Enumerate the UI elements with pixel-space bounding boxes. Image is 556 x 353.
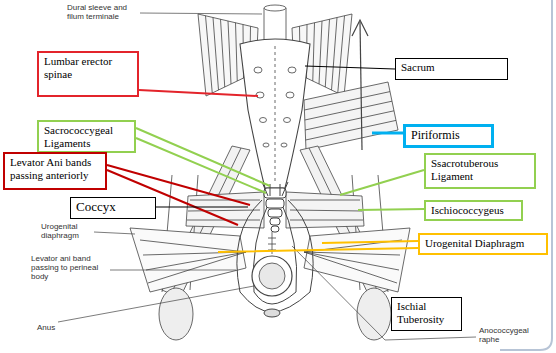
label-box: Levator Ani bands passing anteriorly [3, 152, 107, 190]
sacrum-bone [284, 118, 291, 123]
dural-sleeve [264, 5, 286, 11]
label-box: Piriformis [403, 124, 494, 148]
label-box: Lumbar erector spinae [37, 51, 139, 97]
label-box: Coccyx [70, 197, 156, 219]
piriformis-muscle [304, 82, 398, 150]
ischiococcygeus-muscle [290, 200, 363, 220]
label-holder: Anus [36, 316, 66, 334]
urogenital-diaphragm-sheet [304, 228, 410, 292]
part-name: Ischiococcygeus [431, 204, 516, 217]
urogenital-diaphragm-sheet [304, 240, 402, 283]
orange-leader [218, 241, 418, 252]
sacrum-bone [288, 67, 296, 73]
gray-leader-lines [94, 232, 135, 234]
direction-arrow [352, 20, 368, 36]
coccyx-bone [271, 226, 279, 232]
part-name: Ssacrotuberous Ligament [431, 157, 529, 182]
red-leader [139, 90, 258, 96]
black-leader [305, 66, 395, 69]
label-box: Ischiococcygeus [424, 200, 523, 221]
label-holder: Urogenital diaphragm [40, 222, 92, 242]
sacrum-bone [240, 39, 310, 188]
part-name: Coccyx [76, 200, 150, 215]
anatomy-label: Dural sleeve and filum terminale [66, 3, 138, 21]
sacrum-bone [286, 92, 294, 98]
gray-leader-lines [140, 13, 262, 14]
ischium-bone [357, 288, 391, 340]
coccyx-bone [266, 199, 284, 208]
ischiococcygeus-muscle [187, 200, 260, 220]
coccyx-bone [268, 209, 282, 217]
sacrum-bone [281, 143, 287, 147]
part-name: Ischial Tuberosity [397, 300, 456, 325]
label-box: Ssacrotuberous Ligament [424, 153, 536, 189]
direction-arrow [352, 20, 368, 150]
piriformis-muscle [304, 82, 398, 150]
anatomy-label: Anus [36, 323, 56, 332]
label-box: Ischial Tuberosity [391, 297, 462, 331]
anatomy-label: Levator ani band passing to perineal bod… [30, 254, 108, 282]
ischiococcygeus-muscle [286, 192, 364, 228]
gray-leader-lines [292, 246, 476, 340]
direction-arrow [360, 22, 362, 150]
green-leader [340, 170, 424, 195]
sacrum-bone [275, 46, 276, 184]
ischium-bone [159, 288, 193, 340]
green-leader [358, 209, 424, 210]
levator-ani-band [264, 309, 280, 317]
gray-leader-lines [110, 270, 236, 271]
green-leader [136, 128, 270, 193]
colored-leader-lines [107, 66, 424, 252]
urogenital-diaphragm-sheet [130, 228, 246, 292]
part-name: Sacrococcygeal Ligaments [44, 124, 129, 149]
label-holder: Anococcygeal raphe [478, 326, 540, 346]
anus-ring [252, 256, 292, 296]
anatomy-label: Anococcygeal raphe [478, 326, 540, 344]
part-name: Urogenital Diaphragm [425, 237, 541, 250]
label-box: Urogenital Diaphragm [418, 233, 548, 255]
part-name: Piriformis [411, 129, 486, 143]
coccyx-bone [264, 188, 286, 198]
urogenital-diaphragm-sheet [140, 240, 246, 283]
sacrum-bone [263, 143, 269, 147]
anatomy-label: Urogenital diaphragm [40, 222, 92, 240]
anus-ring [252, 256, 292, 296]
blue-leader [372, 132, 403, 135]
label-box: Sacrococcygeal Ligaments [37, 120, 136, 153]
gray-leader-lines [58, 286, 254, 322]
part-name: Levator Ani bands passing anteriorly [10, 156, 100, 181]
anatomy-drawing [130, 5, 410, 340]
sacrum-bone [254, 67, 262, 73]
label-holder: Levator ani band passing to perineal bod… [30, 254, 108, 283]
label-box: Sacrum [395, 58, 508, 80]
part-name: Lumbar erector spinae [44, 55, 132, 80]
sacrum-bone [240, 39, 310, 188]
part-name: Sacrum [401, 61, 502, 74]
label-holder: Dural sleeve and filum terminale [66, 3, 138, 23]
sacrum-bone [260, 118, 267, 123]
coccyx-bone [270, 218, 280, 225]
black-leader [156, 206, 248, 207]
anus-ring [259, 263, 285, 289]
levator-ani-band [237, 200, 313, 317]
